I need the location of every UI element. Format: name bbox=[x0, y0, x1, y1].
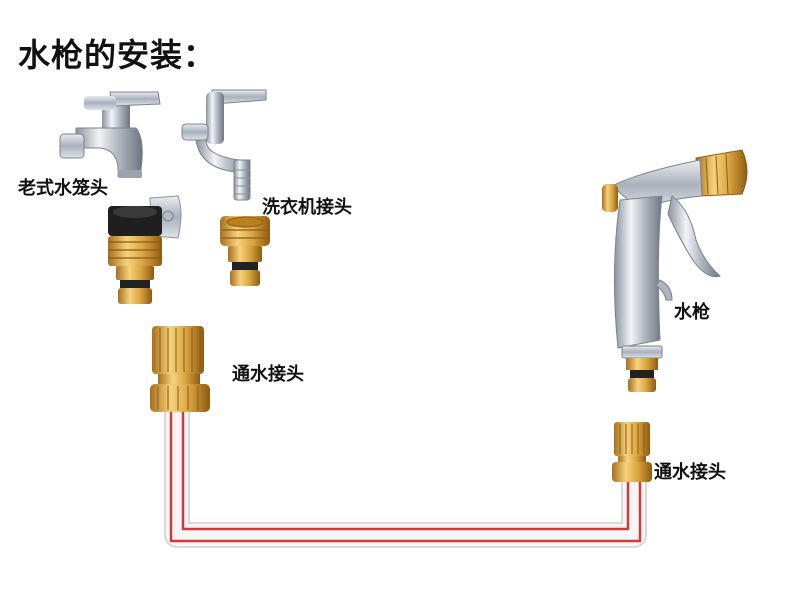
label-old-faucet-adapter: 老式水笼头 bbox=[18, 178, 108, 199]
water-gun-icon bbox=[602, 149, 748, 392]
quick-connector-right-icon bbox=[612, 422, 652, 482]
hose bbox=[164, 410, 647, 548]
label-connector-left: 通水接头 bbox=[232, 364, 304, 385]
washing-machine-faucet-icon bbox=[181, 89, 267, 201]
page-title: 水枪的安装： bbox=[18, 36, 217, 74]
label-washing-machine-adapter: 洗衣机接头 bbox=[262, 197, 352, 218]
quick-connector-left-icon bbox=[150, 326, 210, 412]
label-connector-right: 通水接头 bbox=[654, 462, 726, 483]
label-water-gun: 水枪 bbox=[674, 302, 710, 323]
old-faucet-icon bbox=[59, 91, 161, 178]
washing-machine-adapter-icon bbox=[220, 216, 270, 286]
universal-adapter-icon bbox=[108, 195, 182, 304]
